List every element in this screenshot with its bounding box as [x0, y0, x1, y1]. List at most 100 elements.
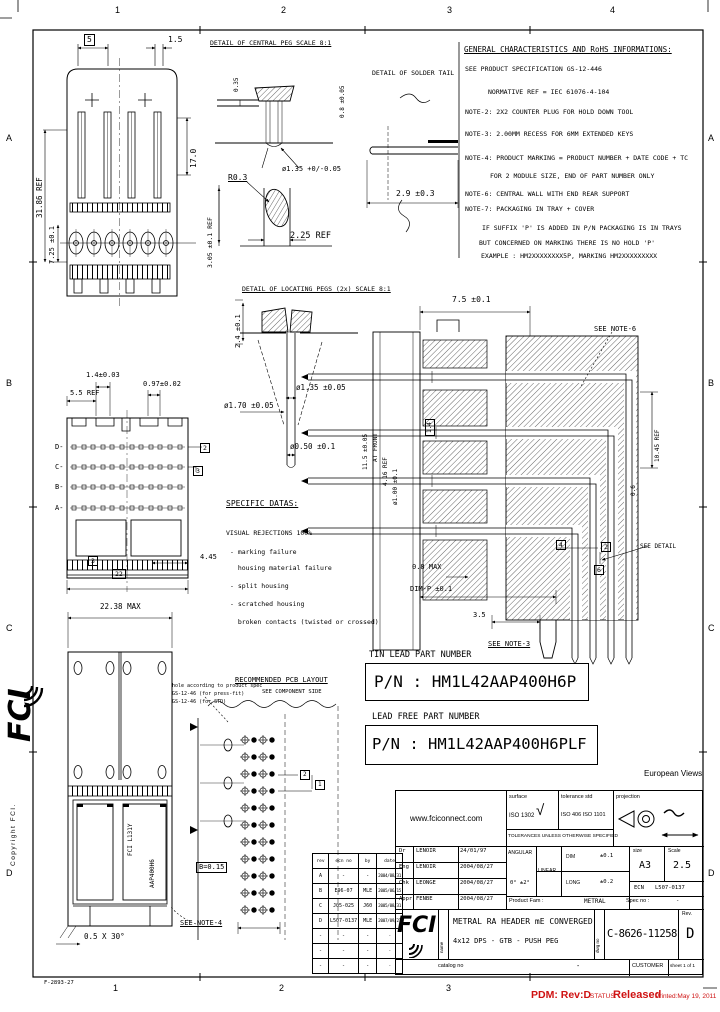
dim-sec-115: 11.5 ±0.05	[362, 433, 369, 470]
pcb-title: RECOMMENDED PCB LAYOUT	[235, 676, 328, 684]
dim-sec-dimp: DIM-P ±0.1	[410, 585, 453, 593]
surface-label: surface	[509, 794, 528, 800]
dim-front-height17: 17.0	[189, 148, 198, 168]
name-strip: name	[439, 941, 444, 953]
approval-scribble	[663, 809, 685, 817]
dim-rear-14: 1.4±0.03	[86, 371, 120, 379]
size-value: A3	[639, 860, 652, 871]
title-block: www.fciconnect.com surface ISO 1302 √ to…	[395, 790, 704, 976]
pcb-datum-b015: B=0.15	[196, 862, 228, 873]
customer-label: CUSTOMER	[632, 963, 664, 969]
tolerance-std-value: ISO 406 ISO 1101	[561, 812, 606, 818]
approval-date: 2004/08/27	[460, 896, 494, 902]
front-view-dims	[43, 44, 191, 263]
size-label: size	[633, 848, 642, 854]
rear-row-a: A-	[55, 504, 64, 512]
long-label: LONG	[566, 880, 581, 886]
dim-loc-24: 2.4 ±0.1	[234, 314, 242, 348]
dim-sec-06: 0.6	[630, 485, 637, 496]
specific-line: broken contacts (twisted or crossed)	[230, 618, 379, 626]
note-line: IF SUFFIX 'P' IS ADDED IN P/N PACKAGING …	[482, 224, 682, 232]
sec-see-note3: SEE NOTE-3	[488, 640, 531, 648]
ref-box-14: 1.4	[425, 419, 435, 436]
revision-row: ----	[312, 958, 404, 974]
tolerances-header: TOLERANCES UNLESS OTHERWISE SPECIFIED	[508, 834, 618, 839]
approval-date: 24/01/97	[460, 848, 487, 854]
specific-line: VISUAL REJECTIONS 100%	[226, 529, 313, 537]
zone-row-a-right: A	[708, 133, 715, 143]
specific-line: housing material failure	[230, 564, 332, 572]
tin-lead-pn-box: P/N : HM1L42AAP400H6P	[365, 663, 589, 701]
note-line: NOTE-7: PACKAGING IN TRAY + COVER	[465, 205, 595, 213]
dim-sec-35: 3.5	[473, 611, 486, 619]
side-section-linework	[301, 306, 658, 665]
zone-col-1-bottom: 1	[113, 983, 119, 993]
dim-label: DIM	[566, 854, 576, 860]
sec-see-note6: SEE NOTE-6	[594, 325, 637, 333]
spec-no-label: Spec no :	[626, 898, 650, 904]
approval-role: Chk	[399, 880, 409, 886]
approval-role: Eng	[399, 864, 409, 870]
printed-stamp: Printed:May 19, 2011	[655, 993, 717, 1000]
zone-col-1: 1	[115, 5, 121, 15]
rear-view-linework	[66, 382, 202, 594]
central-peg-title: DETAIL OF CENTRAL PEG SCALE 8:1	[210, 39, 332, 47]
pcb-ref-1: 1	[315, 780, 325, 790]
zone-row-c-left: C	[6, 623, 13, 633]
sheet-label: sheet 1 of 1	[670, 964, 696, 969]
zone-col-3: 3	[447, 5, 453, 15]
first-angle-projection-icon	[617, 809, 699, 838]
pcb-subtitle: SEE COMPONENT SIDE	[262, 689, 322, 695]
zone-col-3-bottom: 3	[446, 983, 452, 993]
dim-central-r03: R0.3	[228, 173, 248, 182]
revision-row: A--2004/08/31	[312, 868, 404, 884]
pcb-ref-2: 2	[300, 770, 310, 780]
dim-central-ref305: 3.05 ±0.1 REF	[206, 217, 214, 268]
dim-rear-55ref: 5.5 REF	[70, 389, 100, 397]
ref-box-4: 4	[556, 540, 566, 551]
scale-label: Scale	[668, 848, 681, 854]
angular-label: ANGULAR	[508, 850, 533, 856]
scale-value: 2.5	[673, 860, 692, 871]
european-views-label: European Views	[644, 769, 703, 778]
linear-label: LINEAR	[538, 868, 557, 874]
fci-logo-left: FCI	[3, 688, 38, 742]
zone-row-c-right: C	[708, 623, 715, 633]
bot-marking-fci: FCI L131Y	[127, 823, 134, 856]
drawing-subtitle: 4x12 DPS - GTB - PUSH PEG	[453, 937, 559, 945]
dim-sec-08max: 0.8 MAX	[412, 563, 442, 571]
dim-sec-100: ø1.00 ±0.1	[392, 468, 399, 505]
specific-line: - marking failure	[230, 548, 297, 556]
bot-marking-pn: AAP400H6	[149, 859, 156, 888]
bottom-view-linework	[56, 612, 197, 946]
approval-name: LEONGE	[416, 880, 436, 886]
drawing-number: C-8626-11258	[607, 928, 677, 940]
dim-central-dia135: ø1.35 +0/-0.05	[282, 165, 342, 173]
ecn-label: ECN	[634, 885, 644, 891]
copyright-vertical: Copyright FCI.	[10, 803, 17, 866]
surface-value: ISO 1302	[509, 813, 535, 819]
pcb-note-line: GS-12-46 (for press-fit)	[172, 691, 245, 697]
specific-line: - split housing	[230, 582, 289, 590]
dim-front-ref3186: 31.86 REF	[35, 177, 44, 218]
rear-row-b: B-	[55, 483, 64, 491]
pcb-note-line: GS-12-46 (for STD)	[172, 699, 227, 705]
status-value: Released	[613, 989, 662, 1001]
approval-name: FENBE	[416, 896, 433, 902]
zone-col-2-bottom: 2	[279, 983, 285, 993]
note-line: NOTE-6: CENTRAL WALL WITH END REAR SUPPO…	[465, 190, 630, 198]
note-line: BUT CONCERNED ON MARKING THERE IS NO HOL…	[479, 239, 656, 247]
status-label: STATUS:	[590, 993, 617, 1000]
ref-box-2b: 2	[601, 542, 611, 553]
approval-role: Appr	[399, 896, 413, 902]
specific-datas-title: SPECIFIC DATAS:	[226, 499, 299, 508]
specific-line: - scratched housing	[230, 600, 305, 608]
approval-name: LENOIR	[416, 864, 436, 870]
dim-loc-135: ø1.35 ±0.05	[296, 383, 346, 392]
note-line: SEE PRODUCT SPECIFICATION GS-12-446	[465, 65, 602, 73]
dim-rear-445: 4.45	[200, 553, 217, 561]
revision-header-row: rev ecn no by date	[312, 853, 404, 869]
dim-sec-atfront: AT FRONT	[372, 433, 379, 462]
